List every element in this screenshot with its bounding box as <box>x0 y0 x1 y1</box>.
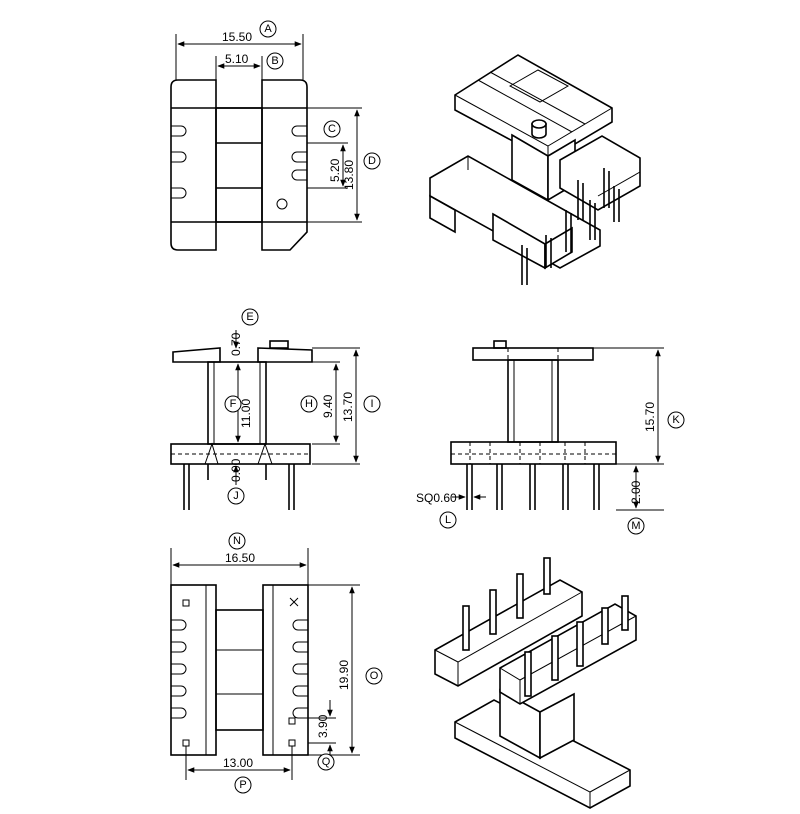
svg-text:Q: Q <box>322 756 331 768</box>
label-J: J <box>227 487 245 505</box>
svg-text:P: P <box>239 779 246 791</box>
svg-text:B: B <box>271 55 278 67</box>
label-N: N <box>228 532 246 550</box>
svg-text:I: I <box>370 398 373 410</box>
svg-text:O: O <box>370 670 379 682</box>
bottom-view: 16.50 19.90 3.90 13.00 <box>170 548 360 780</box>
dim-K-value: 15.70 <box>643 402 657 432</box>
svg-text:N: N <box>233 535 241 547</box>
dim-B-value: 5.10 <box>225 52 249 66</box>
label-B: B <box>266 52 284 70</box>
label-D: D <box>363 152 381 170</box>
label-F: F <box>224 395 242 413</box>
dim-L-value: SQ0.60 <box>416 491 457 505</box>
dim-E-value: 0.70 <box>229 332 243 356</box>
svg-text:L: L <box>445 514 451 526</box>
label-Q: Q <box>317 753 335 771</box>
svg-text:J: J <box>233 490 239 502</box>
dim-I-value: 13.70 <box>341 392 355 422</box>
dim-P-value: 13.00 <box>223 756 253 770</box>
dim-N-value: 16.50 <box>225 551 255 565</box>
top-view: 15.50 5.10 5.20 13.80 <box>170 30 362 251</box>
label-K: K <box>667 411 685 429</box>
label-A: A <box>259 20 277 38</box>
svg-text:C: C <box>328 123 336 135</box>
svg-text:M: M <box>631 520 640 532</box>
svg-text:D: D <box>368 155 376 167</box>
front-view: 0.70 11.00 0.90 9.40 13.70 <box>170 330 360 510</box>
dim-O-value: 19.90 <box>337 660 351 690</box>
label-C: C <box>323 120 341 138</box>
dim-C-value: 5.20 <box>328 158 342 182</box>
svg-text:A: A <box>264 23 272 35</box>
label-H: H <box>300 395 318 413</box>
dim-J-value: 0.90 <box>229 458 243 482</box>
svg-text:K: K <box>672 414 680 426</box>
dim-D-value: 13.80 <box>342 160 356 190</box>
dim-A-value: 15.50 <box>222 30 252 44</box>
isometric-view-top <box>429 54 641 285</box>
dim-H-value: 9.40 <box>321 394 335 418</box>
svg-text:H: H <box>305 398 313 410</box>
dim-F-value: 11.00 <box>239 399 253 428</box>
svg-text:E: E <box>246 311 253 323</box>
svg-text:F: F <box>230 398 237 410</box>
label-O: O <box>365 667 383 685</box>
label-L: L <box>439 511 457 529</box>
label-E: E <box>241 308 259 326</box>
label-I: I <box>363 395 381 413</box>
isometric-view-bottom <box>434 557 637 809</box>
dim-M-value: 2.00 <box>629 480 643 504</box>
side-view: 15.70 2.00 SQ0.60 <box>416 340 664 511</box>
label-P: P <box>234 776 252 794</box>
dim-Q-value: 3.90 <box>316 714 330 738</box>
label-M: M <box>627 517 645 535</box>
